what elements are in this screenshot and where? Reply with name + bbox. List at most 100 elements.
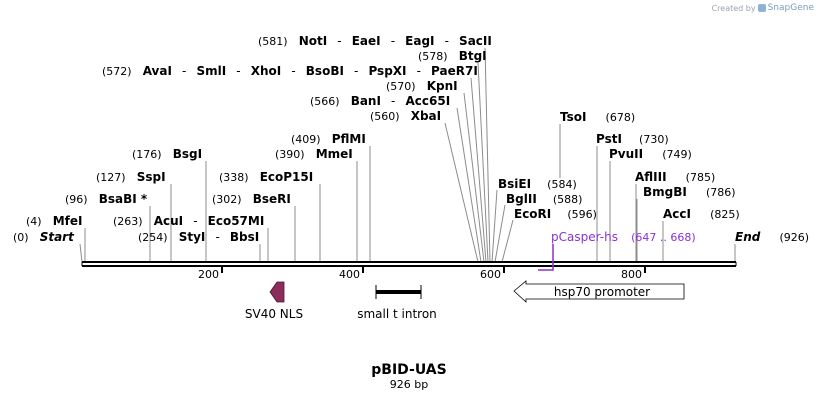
site-name-bmgbi: BmgBI bbox=[643, 185, 687, 199]
site-label-bani-group[interactable]: (566) BanI - Acc65I bbox=[310, 90, 450, 109]
site-num-afliii: (785) bbox=[686, 171, 716, 184]
site-label-mfei[interactable]: (4) MfeI bbox=[26, 210, 82, 229]
site-name-acui: AcuI bbox=[154, 214, 183, 228]
sv40-nls-arrow bbox=[269, 281, 285, 303]
site-name-styi: StyI bbox=[179, 230, 206, 244]
site-num-tsoi: (678) bbox=[606, 111, 636, 124]
site-label-start[interactable]: (0) Start bbox=[13, 226, 75, 245]
primer-name: pCasper-hs bbox=[551, 230, 618, 244]
site-num-avai: (572) bbox=[102, 65, 132, 78]
site-num-bseri: (302) bbox=[212, 193, 242, 206]
site-num-xbai: (560) bbox=[370, 110, 400, 123]
plasmid-title: pBID-UAS bbox=[371, 362, 446, 378]
site-label-pflmi[interactable]: (409) PflMI bbox=[291, 128, 366, 147]
site-name-ecop15i: EcoP15I bbox=[260, 170, 314, 184]
site-label-bseri[interactable]: (302) BseRI bbox=[212, 188, 291, 207]
site-num-psti: (730) bbox=[639, 133, 669, 146]
credit-prefix: Created by bbox=[711, 3, 756, 13]
site-name-end: End bbox=[735, 230, 761, 244]
site-name-bsabi: BsaBI * bbox=[99, 192, 148, 206]
site-label-bmgbi[interactable]: BmgBI (786) bbox=[643, 181, 736, 200]
tick-label-200: 200 bbox=[198, 268, 219, 281]
site-label-btgi[interactable]: (578) BtgI bbox=[418, 45, 487, 64]
site-label-psti[interactable]: PstI (730) bbox=[596, 128, 669, 147]
site-name-eco57mi: Eco57MI bbox=[208, 214, 265, 228]
site-label-mmei[interactable]: (390) MmeI bbox=[275, 143, 353, 162]
site-label-sspi[interactable]: (127) SspI bbox=[96, 166, 166, 185]
site-num-acui: (263) bbox=[113, 215, 143, 228]
connector-start bbox=[79, 243, 83, 263]
site-label-acui-group[interactable]: (263) AcuI - Eco57MI bbox=[113, 210, 264, 229]
connector-kpni bbox=[463, 92, 485, 263]
site-name-avai: AvaI bbox=[143, 64, 172, 78]
site-name-bglii: BglII bbox=[506, 192, 537, 206]
site-label-bsgi[interactable]: (176) BsgI bbox=[132, 143, 202, 162]
site-num-pvuii: (749) bbox=[662, 148, 692, 161]
site-num-ecop15i: (338) bbox=[219, 171, 249, 184]
site-name-pflmi: PflMI bbox=[332, 132, 366, 146]
feature-small-t-intron[interactable]: small t intron bbox=[357, 285, 437, 321]
site-name-afliii: AflIII bbox=[635, 170, 667, 184]
site-num-btgi: (578) bbox=[418, 50, 448, 63]
hsp70-promoter-arrow bbox=[513, 280, 685, 303]
site-label-xbai[interactable]: (560) XbaI bbox=[370, 105, 441, 124]
connector-xbai bbox=[444, 122, 479, 263]
site-label-pvuii[interactable]: PvuII (749) bbox=[609, 143, 692, 162]
small-t-intron-label: small t intron bbox=[357, 307, 437, 321]
axis-ticks: 200 400 600 800 bbox=[198, 266, 646, 281]
site-name-bani: BanI bbox=[351, 94, 381, 108]
site-label-end[interactable]: End (926) bbox=[735, 226, 809, 245]
site-num-acci: (825) bbox=[710, 208, 740, 221]
site-label-tsoi[interactable]: TsoI (678) bbox=[560, 106, 635, 125]
site-connector-lines bbox=[79, 47, 736, 263]
feature-hsp70-promoter[interactable]: hsp70 promoter bbox=[513, 280, 685, 303]
site-num-pflmi: (409) bbox=[291, 133, 321, 146]
site-num-sspi: (127) bbox=[96, 171, 126, 184]
site-label-afliii[interactable]: AflIII (785) bbox=[635, 166, 715, 185]
site-label-noti-group[interactable]: (581) NotI - EaeI - EagI - SacII bbox=[258, 30, 492, 49]
site-num-styi: (254) bbox=[138, 231, 168, 244]
site-label-styi-group[interactable]: (254) StyI - BbsI bbox=[138, 226, 259, 245]
site-name-sspi: SspI bbox=[137, 170, 166, 184]
feature-sv40-nls[interactable]: SV40 NLS bbox=[245, 281, 303, 321]
site-num-start: (0) bbox=[13, 231, 29, 244]
tick-label-600: 600 bbox=[480, 268, 501, 281]
site-name-noti: NotI bbox=[299, 34, 328, 48]
site-label-kpni[interactable]: (570) KpnI bbox=[386, 75, 458, 94]
site-label-bsiei[interactable]: BsiEI (584) bbox=[498, 173, 577, 192]
site-name-mmei: MmeI bbox=[316, 147, 353, 161]
site-num-bsgi: (176) bbox=[132, 148, 162, 161]
connector-bglii bbox=[494, 204, 506, 263]
site-label-ecop15i[interactable]: (338) EcoP15I bbox=[219, 166, 313, 185]
site-num-mfei: (4) bbox=[26, 215, 42, 228]
primer-arrow bbox=[538, 244, 554, 271]
site-name-tsoi: TsoI bbox=[560, 110, 586, 124]
site-name-acci: AccI bbox=[663, 207, 691, 221]
site-label-bsabi[interactable]: (96) BsaBI * bbox=[65, 188, 148, 207]
credit-brand: SnapGene bbox=[767, 3, 814, 13]
site-label-acci[interactable]: AccI (825) bbox=[663, 203, 740, 222]
site-label-avai-group[interactable]: (572) AvaI - SmlI - XhoI - BsoBI - PspXI… bbox=[102, 60, 478, 79]
site-name-acc65i: Acc65I bbox=[405, 94, 450, 108]
site-name-xbai: XbaI bbox=[411, 109, 441, 123]
site-name-bbsi: BbsI bbox=[230, 230, 259, 244]
site-name-kpni: KpnI bbox=[427, 79, 458, 93]
site-num-kpni: (570) bbox=[386, 80, 416, 93]
primer-pcasper-hs[interactable]: pCasper-hs (647 .. 668) bbox=[538, 226, 696, 271]
site-name-eagi: EagI bbox=[405, 34, 434, 48]
site-label-ecori[interactable]: EcoRI (596) bbox=[514, 203, 597, 222]
primer-label: pCasper-hs (647 .. 668) bbox=[551, 226, 696, 245]
site-name-mfei: MfeI bbox=[53, 214, 83, 228]
plasmid-length: 926 bp bbox=[390, 378, 428, 391]
site-num-bsabi: (96) bbox=[65, 193, 88, 206]
site-num-ecori: (596) bbox=[567, 208, 597, 221]
site-name-sacii: SacII bbox=[459, 34, 492, 48]
site-num-bani: (566) bbox=[310, 95, 340, 108]
connector-bani bbox=[456, 107, 482, 263]
site-name-start: Start bbox=[40, 230, 75, 244]
site-name-bsiei: BsiEI bbox=[498, 177, 531, 191]
site-num-bglii: (588) bbox=[553, 193, 583, 206]
tick-label-400: 400 bbox=[339, 268, 360, 281]
site-label-bglii[interactable]: BglII (588) bbox=[506, 188, 582, 207]
site-name-bseri: BseRI bbox=[253, 192, 291, 206]
